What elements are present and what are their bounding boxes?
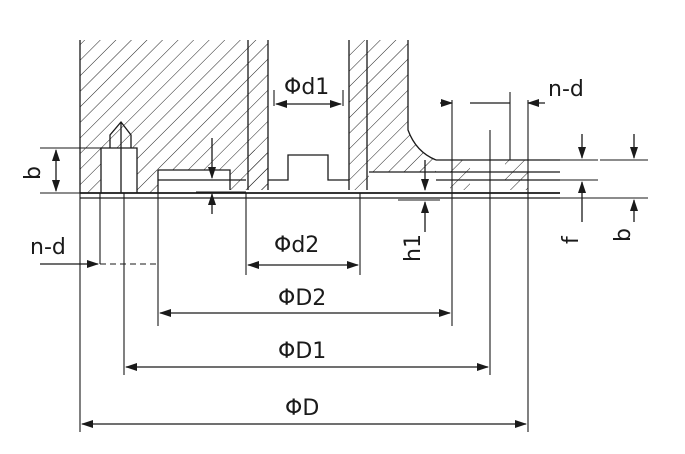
bolt-hole-left	[100, 120, 138, 193]
left-pipe-wall	[247, 40, 268, 190]
labels: Φd1 Φd2 ΦD2 ΦD1 ΦD n-d n-d b h1 f b	[21, 75, 636, 421]
extension-lines	[40, 90, 648, 432]
label-b-left: b	[21, 166, 46, 180]
dimension-lines	[40, 99, 638, 428]
label-b-right: b	[611, 228, 636, 242]
label-h1: h1	[401, 234, 426, 262]
right-gasket	[436, 159, 560, 190]
label-phi-D1: ΦD1	[278, 339, 326, 364]
label-n-d-left: n-d	[30, 235, 66, 260]
label-phi-D2: ΦD2	[278, 286, 326, 311]
label-n-d-right: n-d	[548, 77, 584, 102]
label-phi-d2: Φd2	[274, 233, 319, 258]
label-phi-D: ΦD	[285, 396, 319, 421]
right-flange-section	[348, 40, 437, 190]
label-phi-d1: Φd1	[284, 75, 329, 100]
label-f: f	[559, 235, 584, 244]
